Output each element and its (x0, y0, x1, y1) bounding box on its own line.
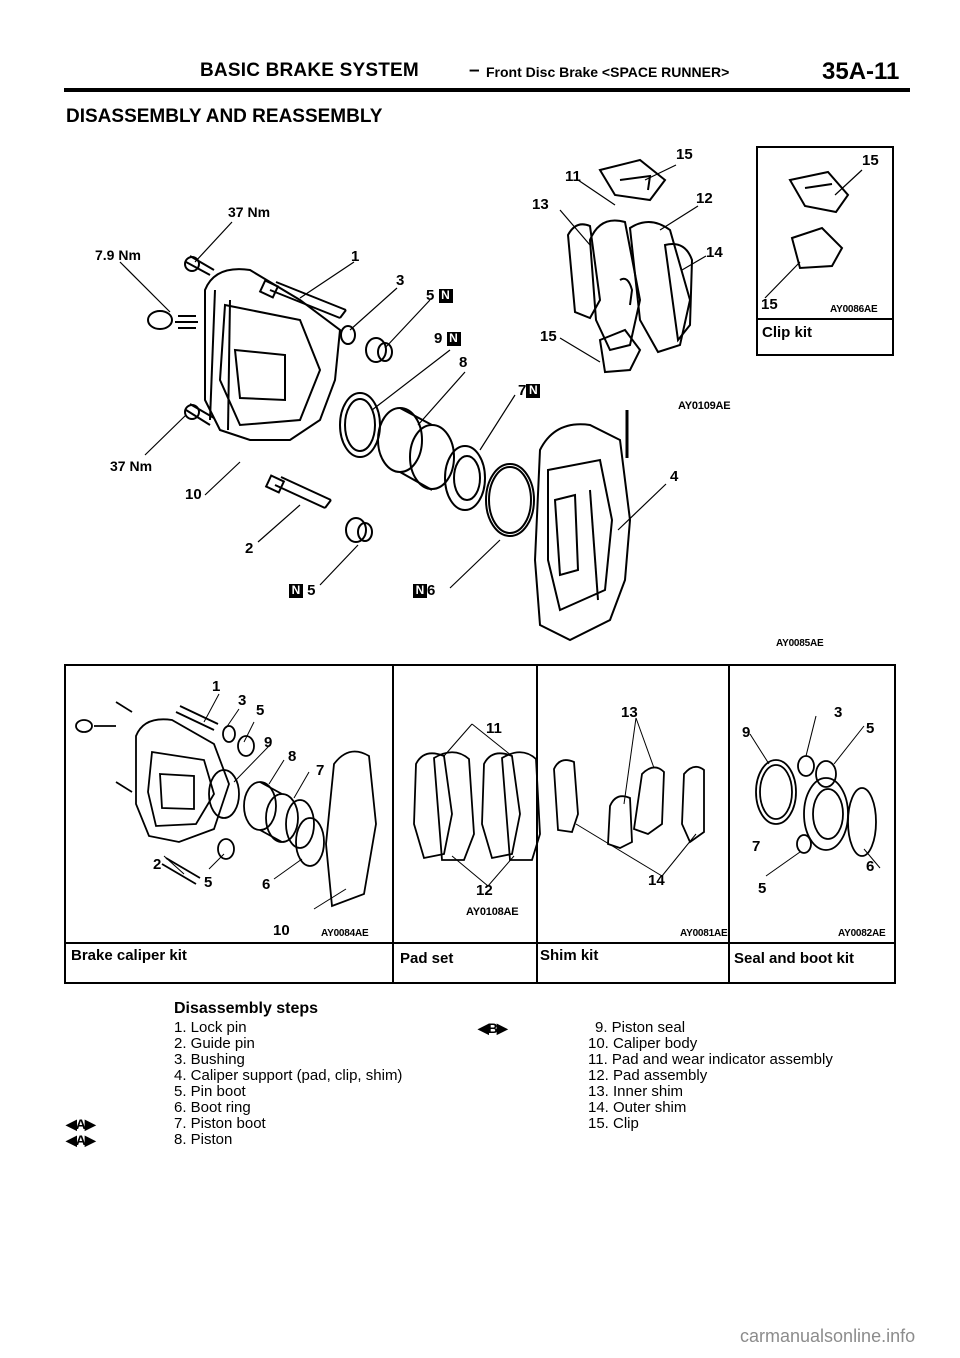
step-item: 15. Clip (588, 1115, 639, 1132)
callout-1: 1 (351, 248, 360, 265)
new-part-icon (438, 288, 453, 304)
watermark-link[interactable]: carmanualsonline.info (740, 1326, 916, 1346)
torque-label: 7.9 Nm (95, 247, 141, 263)
kit-callout: 7 (316, 762, 325, 779)
kit-divider (392, 666, 394, 982)
kit-callout: 9 (264, 734, 273, 751)
clip-kit-callout-15-lower: 15 (761, 296, 778, 313)
step-item: 11. Pad and wear indicator assembly (588, 1051, 833, 1068)
step-item: 3. Bushing (174, 1051, 245, 1068)
kit-callout: 5 (866, 720, 875, 737)
clip-kit-divider (758, 318, 892, 320)
callout-5-number: 5 (426, 287, 435, 304)
kit-callout: 6 (262, 876, 271, 893)
kit-callout: 12 (476, 882, 493, 899)
kit-divider (536, 666, 538, 982)
callout-7: 7 (518, 382, 541, 399)
header-rule (64, 88, 910, 92)
kit-callout: 5 (204, 874, 213, 891)
kit-callout: 3 (238, 692, 247, 709)
kit-callout: 9 (742, 724, 751, 741)
figure-code: AY0109AE (678, 400, 731, 412)
callout-12: 12 (696, 190, 713, 207)
step-item: ◀B▶9. Piston seal (478, 1019, 686, 1037)
new-part-icon (413, 583, 427, 599)
new-part-icon (289, 583, 303, 599)
callout-15: 15 (676, 146, 693, 163)
torque-label: 37 Nm (110, 458, 153, 474)
callout-6: 6 (413, 582, 435, 599)
section-title: DISASSEMBLY AND REASSEMBLY (66, 106, 383, 127)
callout-5-lower-number: 5 (307, 582, 316, 599)
figure-code: AY0108AE (466, 906, 519, 918)
figure-code: AY0082AE (838, 928, 886, 939)
steps-left-list: 1. Lock pin 2. Guide pin 3. Bushing 4. C… (66, 1019, 466, 1149)
kit-caption: Brake caliper kit (71, 947, 187, 964)
kit-callout: 5 (256, 702, 265, 719)
kit-callout: 1 (212, 678, 221, 695)
kit-callout: 11 (486, 720, 502, 737)
kit-divider (728, 666, 730, 982)
kit-callout: 7 (752, 838, 761, 855)
kit-callout: 2 (153, 856, 162, 873)
figure-code: AY0086AE (830, 304, 878, 315)
callout-5-lower: 5 (289, 582, 316, 599)
callout-5: 5 (426, 287, 453, 304)
step-item: 5. Pin boot (174, 1083, 246, 1100)
header-dash: – (469, 60, 480, 81)
step-item: 1. Lock pin (174, 1019, 247, 1036)
clip-kit-callout-15: 15 (862, 152, 879, 169)
callout-9: 9 (434, 330, 461, 347)
kit-callout: 5 (758, 880, 767, 897)
kits-drawings (75, 693, 881, 910)
steps-title: Disassembly steps (174, 1000, 319, 1017)
callout-8: 8 (459, 354, 468, 371)
callout-7-number: 7 (518, 382, 527, 399)
step-item: ◀A▶8. Piston (66, 1131, 233, 1149)
kit-caption: Pad set (400, 950, 454, 967)
new-part-icon (446, 331, 461, 347)
clip-kit-box: 15 15 AY0086AE Clip kit (756, 146, 894, 356)
step-item: 10. Caliper body (588, 1035, 698, 1052)
kit-callout: 13 (621, 704, 638, 721)
kit-callout: 14 (648, 872, 665, 889)
callout-15-lower: 15 (540, 328, 557, 345)
callout-14: 14 (706, 244, 723, 261)
new-part-icon (526, 383, 541, 399)
callout-13: 13 (532, 196, 549, 213)
page-header: BASIC BRAKE SYSTEM – Front Disc Brake <S… (200, 58, 910, 88)
header-subtitle: Front Disc Brake <SPACE RUNNER> (486, 64, 730, 80)
kit-callout: 3 (834, 704, 843, 721)
steps-right-list: ◀B▶9. Piston seal 10. Caliper body 11. P… (478, 1020, 898, 1132)
step-item: 13. Inner shim (588, 1083, 684, 1100)
callout-4: 4 (670, 468, 679, 485)
callout-6-number: 6 (427, 582, 436, 599)
step-item: ◀A▶7. Piston boot (66, 1115, 266, 1133)
figure-code: AY0085AE (776, 638, 824, 649)
kit-callout: 6 (866, 858, 875, 875)
callout-2: 2 (245, 540, 254, 557)
callout-11: 11 (565, 168, 581, 185)
step-item: 2. Guide pin (174, 1035, 255, 1052)
step-item: 6. Boot ring (174, 1099, 251, 1116)
page-number: 35A-11 (822, 58, 900, 85)
callout-9-number: 9 (434, 330, 443, 347)
torque-label: 37 Nm (228, 204, 271, 220)
step-item: 14. Outer shim (588, 1099, 687, 1116)
callout-3: 3 (396, 272, 405, 289)
clip-kit-caption: Clip kit (762, 324, 813, 341)
header-title: BASIC BRAKE SYSTEM (200, 60, 419, 81)
kit-callout: 8 (288, 748, 297, 765)
figure-code: AY0084AE (321, 928, 369, 939)
step-item: 12. Pad assembly (588, 1067, 708, 1084)
kits-panel: 1 3 5 9 8 7 2 5 6 10 AY0084AE Brake cali… (64, 664, 896, 984)
kit-callout: 10 (273, 922, 290, 939)
figure-code: AY0081AE (680, 928, 728, 939)
step-item: 4. Caliper support (pad, clip, shim) (174, 1067, 403, 1084)
kit-caption-rule (66, 942, 894, 944)
kit-caption: Shim kit (540, 947, 599, 964)
callout-10: 10 (185, 486, 202, 503)
kit-caption: Seal and boot kit (734, 950, 855, 967)
